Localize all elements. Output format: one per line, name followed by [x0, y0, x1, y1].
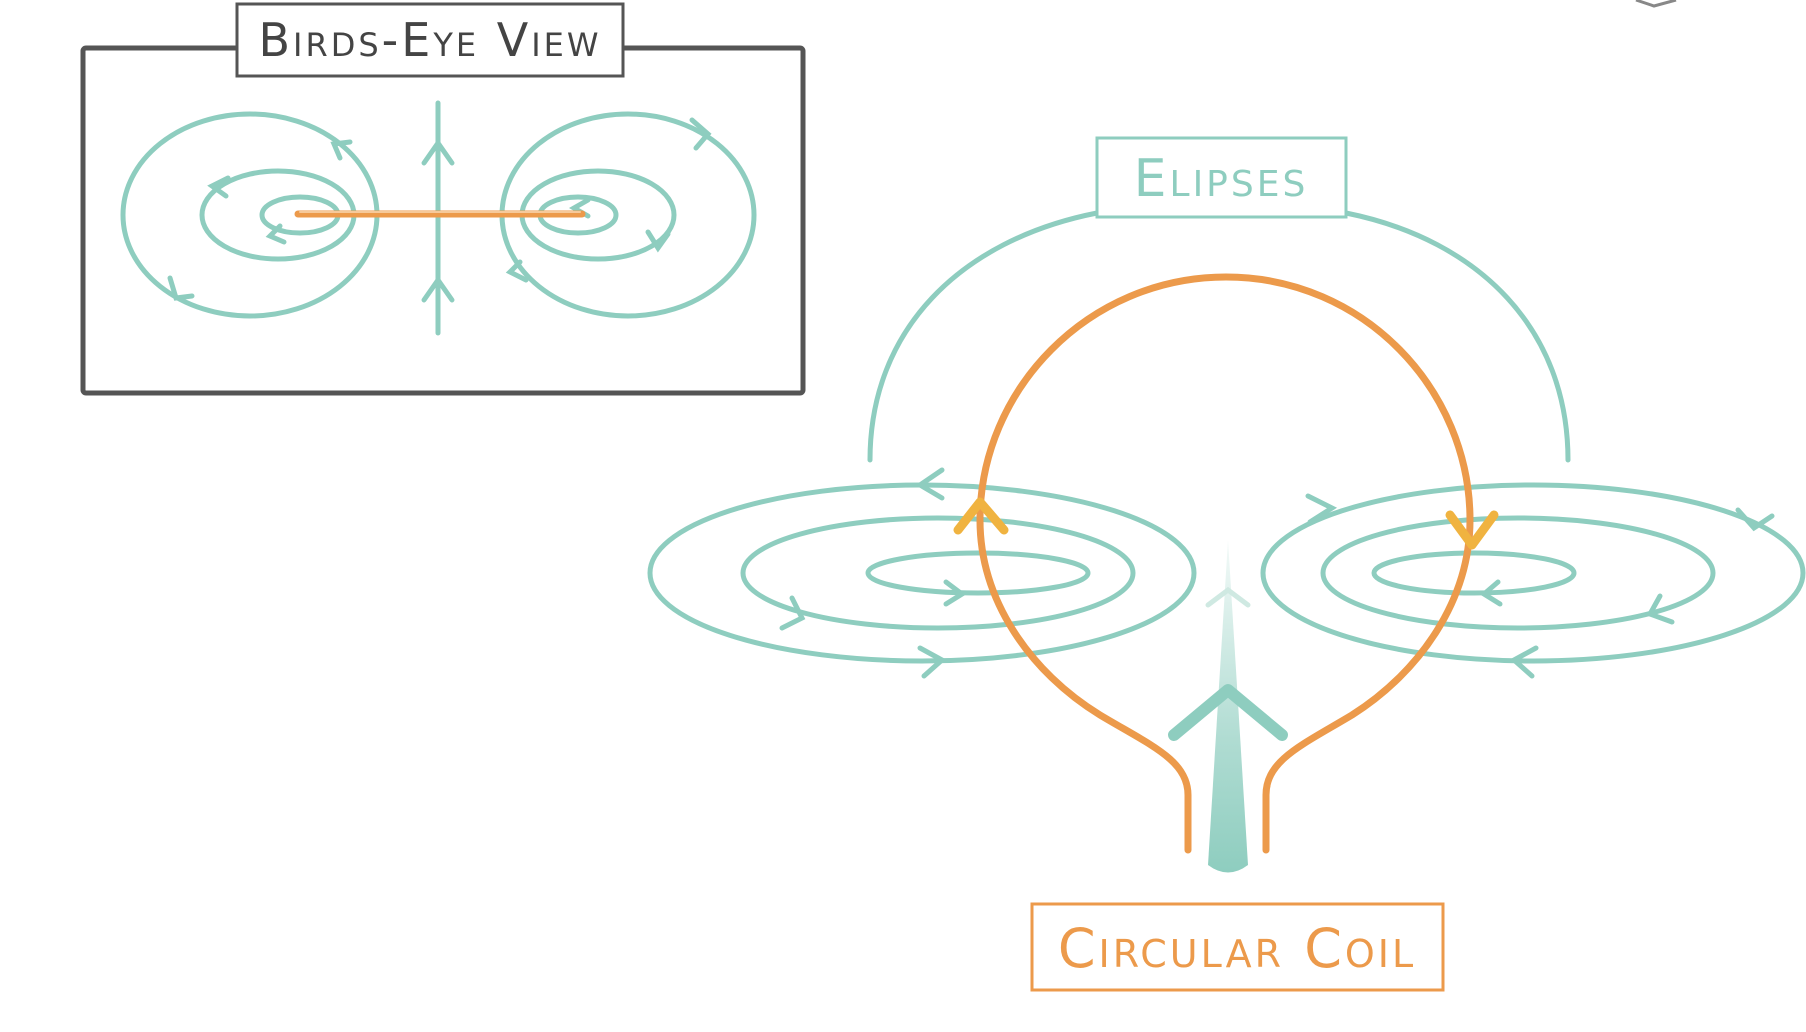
coil-loop — [976, 273, 1474, 854]
current-arrow-icon — [953, 497, 1009, 535]
ellipse-right-inner — [1371, 550, 1577, 596]
birds-eye-view-panel: Birds-Eye View — [80, 2, 806, 396]
arrow-icon — [207, 175, 231, 199]
arrow-icon — [330, 139, 353, 161]
arrow-icon — [167, 275, 195, 301]
arrow-icon — [1735, 507, 1775, 532]
arrow-icon — [421, 275, 455, 303]
arrow-icon — [1168, 684, 1288, 741]
arrow-icon — [1205, 586, 1251, 608]
ellipse-right-middle — [1320, 515, 1716, 631]
elipses-group: Elipses — [867, 136, 1571, 463]
elipses-label: Elipses — [1095, 136, 1348, 219]
arrow-icon — [689, 117, 712, 151]
birds-eye-view-frame — [80, 45, 806, 396]
central-field-beam — [1168, 540, 1288, 873]
ellipse-right-outer — [1260, 482, 1806, 664]
arrow-icon — [421, 138, 455, 166]
ellipse-left-inner — [865, 550, 1091, 596]
current-arrow-icon — [1445, 510, 1499, 550]
arrow-icon — [1479, 579, 1503, 607]
arrow-icon — [917, 645, 947, 679]
corner-mark — [1635, 0, 1677, 8]
main-field-ellipses — [647, 467, 1806, 679]
arrow-icon — [779, 595, 806, 631]
birds-eye-view-label: Birds-Eye View — [235, 2, 625, 78]
birds-eye-view-text: Birds-Eye View — [259, 13, 602, 67]
arrow-icon — [1509, 645, 1539, 679]
arrow-icon — [943, 579, 967, 607]
elipses-text: Elipses — [1134, 149, 1309, 209]
arrow-icon — [1305, 493, 1338, 525]
arrow-icon — [645, 229, 671, 253]
circular-coil — [953, 273, 1499, 854]
arrow-icon — [1646, 593, 1675, 625]
circular-coil-label: Circular Coil — [1030, 902, 1445, 992]
ellipse-left-middle — [740, 515, 1136, 631]
arrow-icon — [505, 259, 529, 283]
ellipse-left-outer — [647, 482, 1197, 664]
circular-coil-text: Circular Coil — [1058, 917, 1416, 980]
field-arc-outer — [867, 210, 1571, 463]
beam-shape — [1208, 540, 1248, 873]
arrow-icon — [265, 223, 287, 245]
arrow-icon — [915, 467, 945, 501]
birds-eye-field-lines — [120, 100, 757, 336]
